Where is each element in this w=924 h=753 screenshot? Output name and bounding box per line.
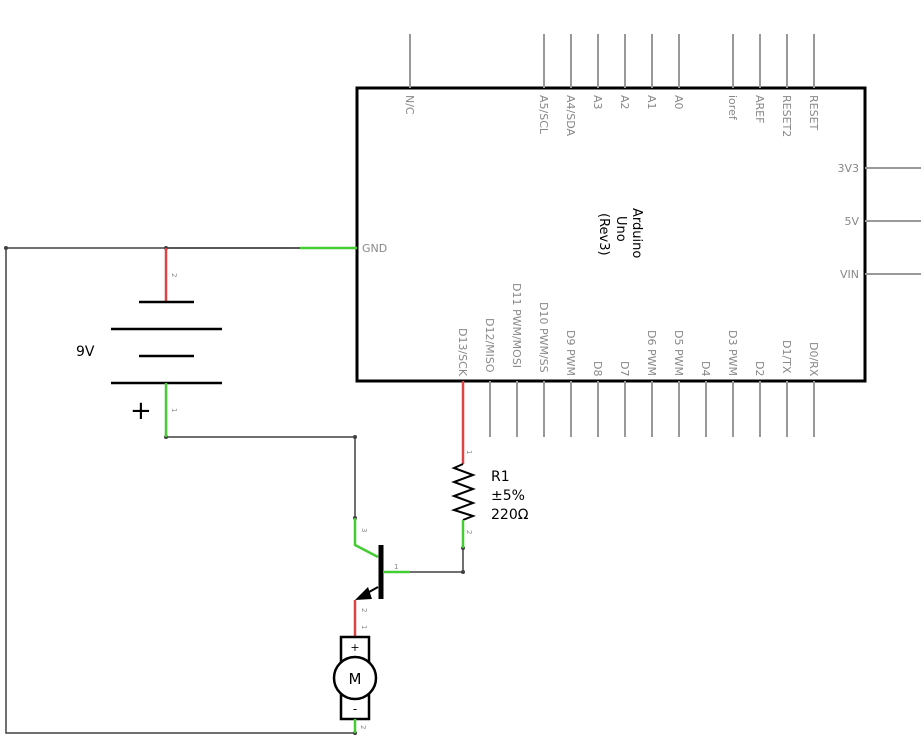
pin-label-reset: RESET: [807, 95, 820, 131]
motor-pin-bottom-number: 2: [359, 725, 367, 729]
battery-plus-sign: +: [130, 396, 152, 426]
arduino-title-line-1: Arduino: [629, 208, 644, 258]
pin-label-gnd: GND: [362, 242, 387, 255]
motor-symbol: M: [349, 670, 362, 688]
junction-dot: [353, 435, 357, 439]
wire-gnd-loop[interactable]: [5, 247, 355, 734]
pin-label-d12: D12/MISO: [483, 318, 496, 373]
pin-label-d2: D2: [753, 361, 766, 376]
pin-label-d9: D9 PWM: [564, 330, 577, 376]
pin-label-d6: D6 PWM: [645, 330, 658, 376]
pin-label-d8: D8: [591, 361, 604, 376]
junction-dot: [461, 570, 465, 574]
arduino-gnd-pin: GND: [300, 242, 387, 255]
pin-label-a2: A2: [618, 95, 631, 110]
pin-label-a3: A3: [591, 95, 604, 110]
transistor-base-number: 1: [394, 563, 398, 571]
arduino-top-pins: N/C A5/SCL A4/SDA A3 A2 A1 A0 ioref AREF…: [403, 34, 820, 137]
pin-label-a1: A1: [645, 95, 658, 110]
battery-label: 9V: [76, 344, 95, 360]
resistor-pin-top-number: 1: [465, 450, 473, 454]
transistor-emitter-number: 2: [360, 608, 368, 612]
pin-label-3v3: 3V3: [837, 162, 859, 175]
pin-label-reset2: RESET2: [780, 95, 793, 137]
arduino-title-line-3: (Rev3): [596, 213, 611, 256]
battery[interactable]: 2 1 9V +: [76, 248, 222, 437]
pin-label-d1: D1/TX: [780, 340, 793, 374]
pin-label-d11: D11 PWM/MOSI: [510, 283, 523, 368]
pin-label-a5: A5/SCL: [537, 95, 550, 135]
arduino-body: [355, 86, 867, 383]
pin-label-vin: VIN: [840, 268, 859, 281]
pin-label-d0: D0/RX: [807, 342, 820, 377]
pin-label-a4: A4/SDA: [564, 95, 577, 136]
arduino-title-line-2: Uno: [613, 216, 628, 242]
transistor-emitter-arrow: [355, 587, 372, 600]
wire-battery-collector[interactable]: [166, 436, 356, 518]
motor-plus: +: [350, 641, 359, 654]
transistor-collector-number: 3: [360, 528, 368, 532]
resistor-name: R1: [491, 469, 510, 485]
pin-label-d7: D7: [618, 361, 631, 376]
wire-resistor-base[interactable]: [410, 548, 464, 573]
arduino-uno: Arduino Uno (Rev3): [355, 86, 867, 383]
motor-pin-top-number: 1: [360, 625, 368, 629]
transistor[interactable]: 3 1 2: [353, 518, 410, 637]
junction-dot: [4, 246, 8, 250]
resistor-value: 220Ω: [491, 507, 529, 523]
pin-label-a0: A0: [672, 95, 685, 110]
resistor-zigzag: [450, 463, 476, 521]
pin-label-aref: AREF: [753, 95, 766, 123]
pin-label-5v: 5V: [844, 215, 859, 228]
pin-label-d3: D3 PWM: [726, 330, 739, 376]
transistor-collector-pin[interactable]: [353, 518, 379, 559]
wires: [5, 247, 464, 734]
pin-label-ioref: ioref: [726, 95, 739, 121]
motor[interactable]: 1 + M - 2: [332, 625, 378, 733]
pin-label-d4: D4: [699, 361, 712, 376]
pin-label-d10: D10 PWM/SS: [537, 302, 550, 373]
battery-pin-top-number: 2: [170, 273, 178, 277]
resistor-r1[interactable]: 1 2 R1 ±5% 220Ω: [450, 437, 529, 548]
battery-pin-bottom-number: 1: [170, 408, 178, 412]
pin-label-d13: D13/SCK: [456, 328, 469, 377]
wire-junctions: [4, 246, 465, 735]
pin-label-nc: N/C: [403, 95, 416, 115]
motor-minus: -: [353, 702, 357, 716]
arduino-bottom-pins: D13/SCK D12/MISO D11 PWM/MOSI D10 PWM/SS…: [456, 283, 820, 437]
resistor-tolerance: ±5%: [491, 488, 525, 504]
pin-label-d5: D5 PWM: [672, 330, 685, 376]
motor-circle: [332, 655, 378, 701]
resistor-pin-bottom-number: 2: [465, 530, 473, 534]
arduino-right-pins: 3V3 5V VIN: [837, 162, 921, 281]
